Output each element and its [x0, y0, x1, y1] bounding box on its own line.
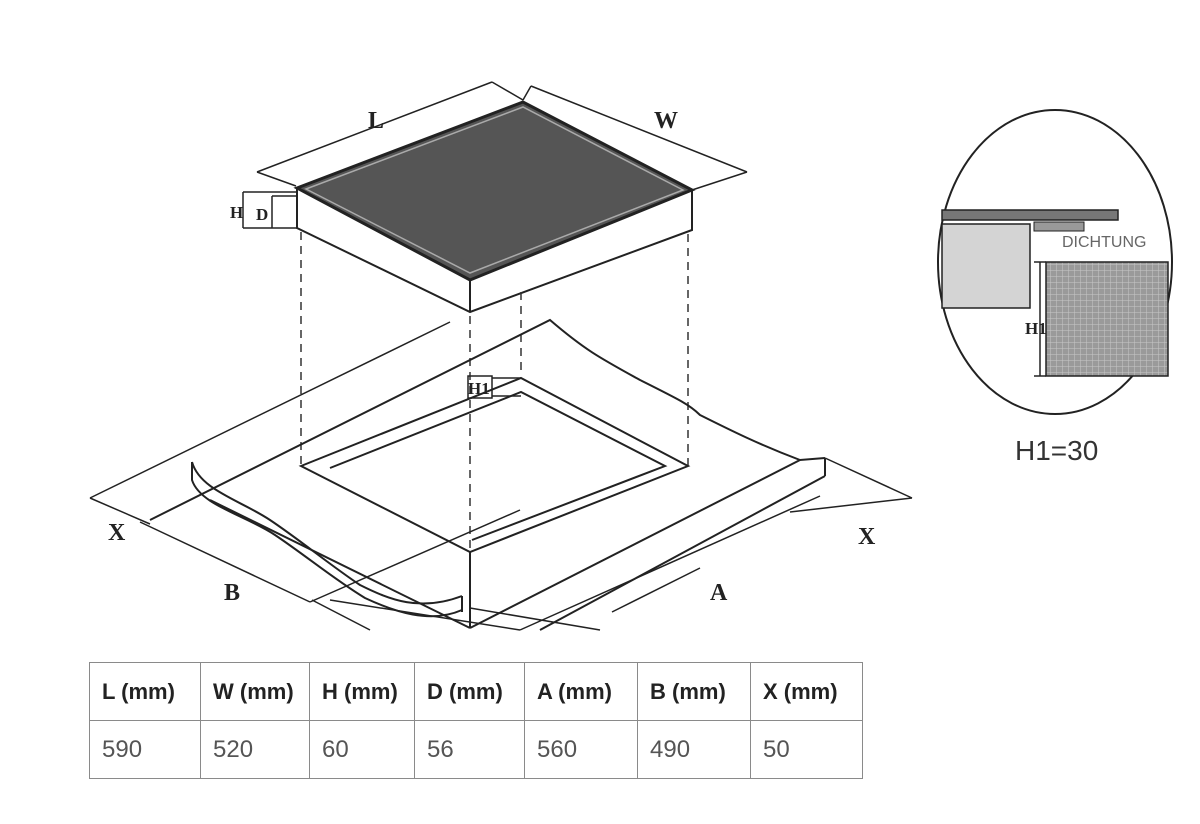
table-row: 590 520 60 56 560 490 50 — [89, 720, 863, 779]
countertop — [149, 318, 826, 631]
dimension-l — [256, 81, 524, 187]
label-h: H — [230, 203, 243, 222]
label-x-right: X — [858, 524, 876, 550]
dimension-a — [329, 495, 821, 631]
h1-marker — [467, 375, 521, 399]
table-cell: 560 — [524, 720, 638, 779]
dimensions-table: L (mm) W (mm) H (mm) D (mm) A (mm) B (mm… — [89, 662, 863, 779]
cooktop-glass — [293, 100, 696, 282]
label-l: L — [368, 108, 384, 134]
dimension-x-left — [89, 321, 451, 525]
label-x-left: X — [108, 520, 126, 546]
table-cell: 56 — [414, 720, 525, 779]
dimension-y — [311, 599, 601, 631]
label-h1: H1 — [468, 379, 490, 398]
table-header-cell: A (mm) — [524, 662, 638, 721]
seal-detail: H1 DICHTUNG — [937, 109, 1173, 415]
dimension-h-d — [242, 191, 297, 229]
dimension-w — [522, 85, 748, 191]
table-header-cell: W (mm) — [200, 662, 310, 721]
label-b: B — [224, 580, 240, 606]
table-header-cell: X (mm) — [750, 662, 863, 721]
table-header-cell: D (mm) — [414, 662, 525, 721]
table-header-cell: H (mm) — [309, 662, 415, 721]
cooktop-body-mesh — [1045, 261, 1169, 377]
dimension-b — [139, 509, 521, 603]
cooktop — [293, 100, 696, 314]
table-cell: 50 — [750, 720, 863, 779]
label-a: A — [710, 580, 728, 606]
table-cell: 490 — [637, 720, 751, 779]
seal-label: DICHTUNG — [1062, 234, 1146, 251]
label-d: D — [256, 205, 268, 224]
table-header-cell: L (mm) — [89, 662, 201, 721]
projection-lines — [300, 232, 689, 628]
table-cell: 590 — [89, 720, 201, 779]
table-cell: 60 — [309, 720, 415, 779]
table-cell: 520 — [200, 720, 310, 779]
h1-note: H1=30 — [1015, 435, 1098, 466]
label-w: W — [654, 108, 678, 134]
table-header-cell: B (mm) — [637, 662, 751, 721]
table-header-row: L (mm) W (mm) H (mm) D (mm) A (mm) B (mm… — [89, 662, 863, 721]
cutout-opening — [298, 376, 691, 554]
detail-h1-label: H1 — [1025, 319, 1047, 338]
dimension-x-right — [789, 457, 913, 513]
